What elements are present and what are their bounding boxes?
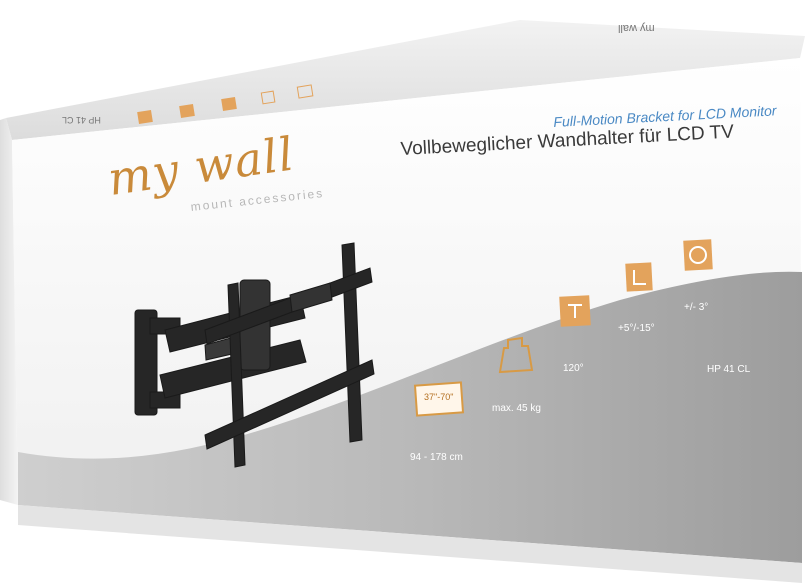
box-bottom-edge <box>18 505 802 583</box>
top-flap-logo: my wall <box>618 22 655 34</box>
box-left-face <box>0 118 18 505</box>
feature-tilt-label: +5°/-15° <box>618 323 655 334</box>
top-icon-5 <box>296 84 314 99</box>
top-icon-2 <box>179 103 195 119</box>
tilt-icon <box>625 262 653 292</box>
tv-bracket-image <box>134 242 375 468</box>
screen-size-icon-text: 37"-70" <box>424 392 454 402</box>
swivel-icon <box>559 295 591 327</box>
top-icon-4 <box>260 90 276 105</box>
rotation-icon <box>683 239 713 271</box>
weight-icon <box>498 336 534 374</box>
feature-weight-label: max. 45 kg <box>492 403 541 414</box>
feature-swivel-label: 120° <box>563 363 584 374</box>
model-number: HP 41 CL <box>707 364 751 375</box>
top-icon-3 <box>221 96 237 112</box>
screen-size-icon <box>413 381 465 417</box>
top-flap-model: HP 41 CL <box>62 115 101 125</box>
top-icon-1 <box>137 109 153 125</box>
box-top-face <box>6 20 805 140</box>
feature-rotation-label: +/- 3° <box>684 302 709 313</box>
feature-screen-size-label: 94 - 178 cm <box>410 452 463 463</box>
gray-wave-band <box>18 271 802 563</box>
